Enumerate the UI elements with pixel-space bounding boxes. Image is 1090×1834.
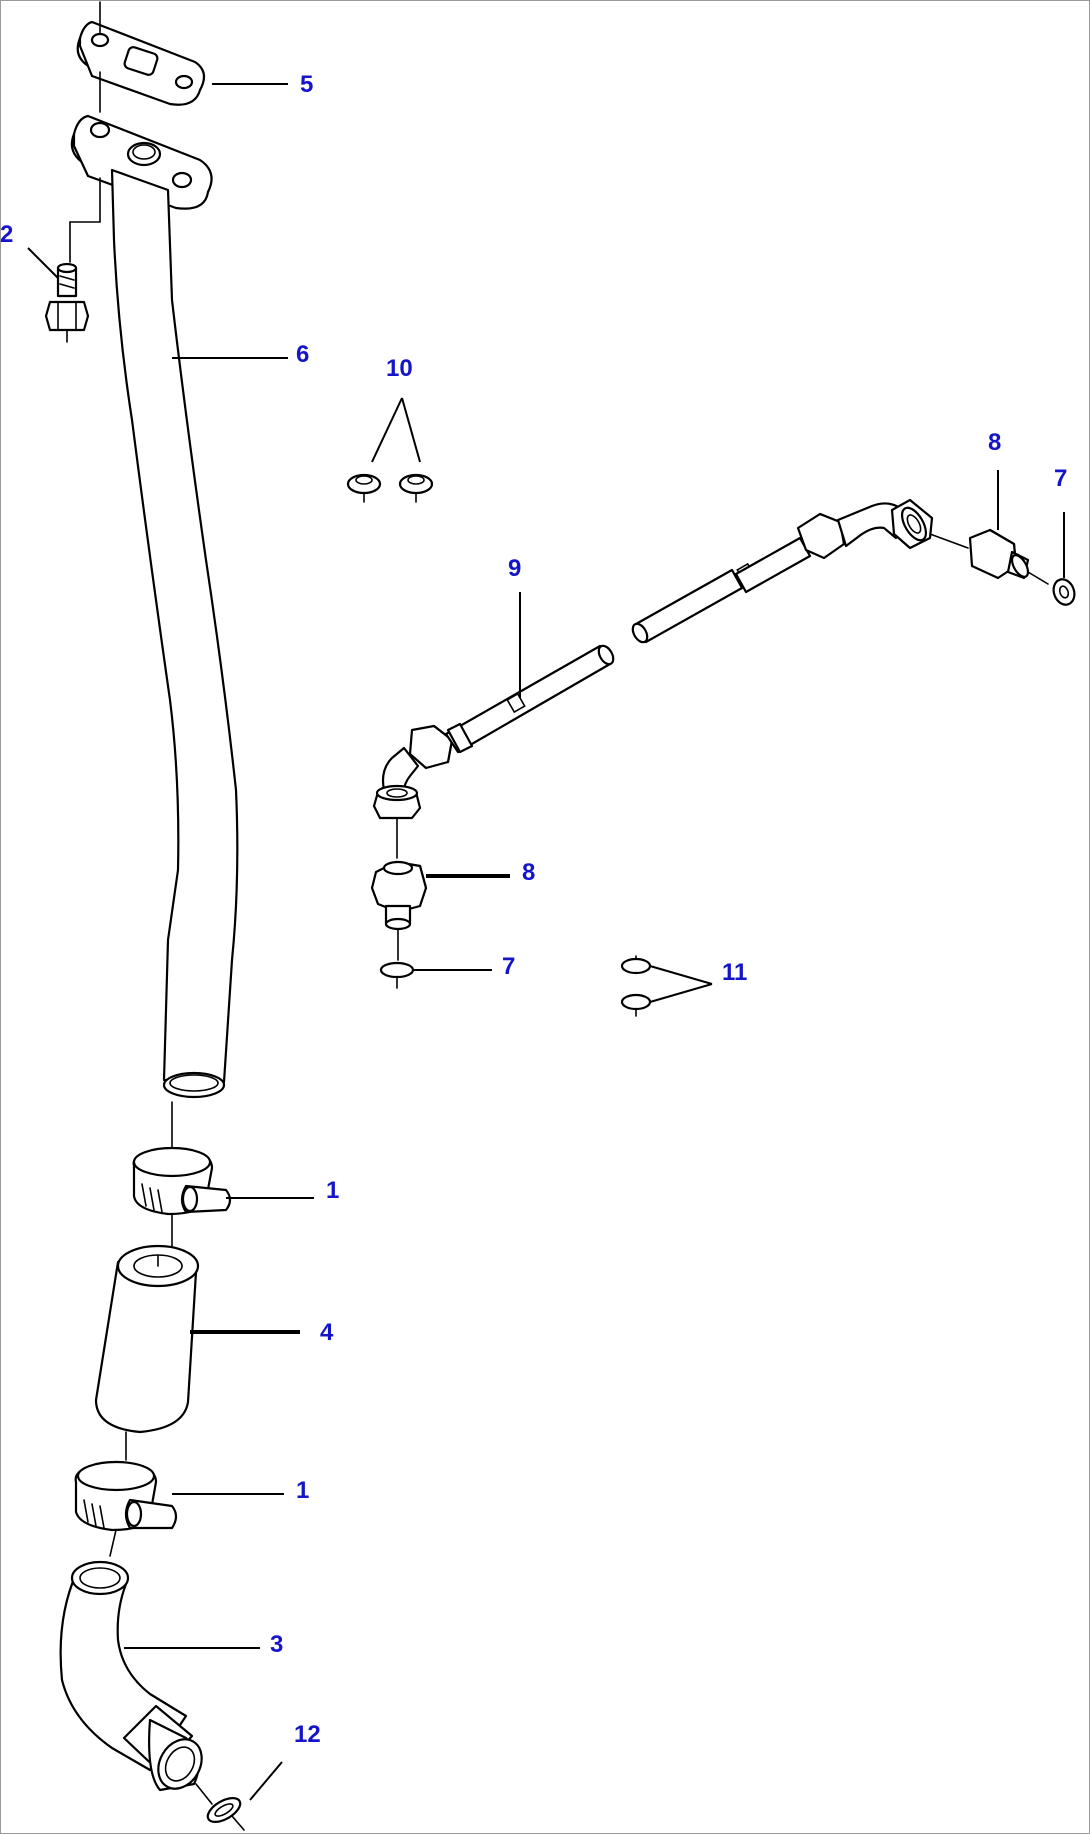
callout-10: 10 (386, 355, 413, 382)
callout-1-lower: 1 (296, 1477, 309, 1504)
callout-12: 12 (294, 1721, 321, 1748)
elbow-pipe-part-3 (59, 1560, 213, 1805)
oil-tube-part-9 (372, 498, 969, 820)
callout-7-lower: 7 (502, 953, 515, 980)
bolt-part-2 (44, 262, 90, 343)
callout-6: 6 (296, 341, 309, 368)
callout-11: 11 (722, 959, 747, 986)
callout-9: 9 (508, 555, 521, 582)
callout-5: 5 (300, 71, 313, 98)
hose-clamp-part-1-upper (132, 1101, 232, 1251)
leader-12 (249, 1761, 283, 1801)
callouts: 5 2 6 10 8 7 9 8 7 11 1 4 1 3 12 (0, 71, 1067, 1748)
hose-clamp-part-1-lower (74, 1460, 178, 1557)
pipe-part-6 (69, 114, 239, 1099)
rubber-hose-part-4 (94, 1244, 200, 1461)
callout-7-upper: 7 (1054, 465, 1067, 492)
leader-2 (27, 247, 59, 279)
leader-11a (649, 965, 713, 985)
leader-10b (401, 397, 421, 463)
callout-1-upper: 1 (326, 1177, 339, 1204)
connector-part-8-lower (370, 817, 428, 961)
callout-4: 4 (320, 1319, 334, 1346)
leader-lines (27, 83, 1065, 1801)
washers-part-11 (620, 955, 652, 1017)
leader-10a (371, 397, 403, 463)
gasket-part-5 (76, 1, 206, 113)
callout-8-upper: 8 (988, 429, 1001, 456)
callout-3: 3 (270, 1631, 283, 1658)
callout-2: 2 (0, 221, 13, 248)
connector-part-8-upper (968, 528, 1049, 585)
washer-part-7-lower (379, 961, 415, 989)
o-ring-part-12 (206, 1796, 245, 1831)
callout-8-lower: 8 (522, 859, 535, 886)
washers-part-10 (346, 473, 434, 503)
leader-11b (649, 983, 713, 1003)
washer-part-7-upper (1052, 578, 1076, 606)
